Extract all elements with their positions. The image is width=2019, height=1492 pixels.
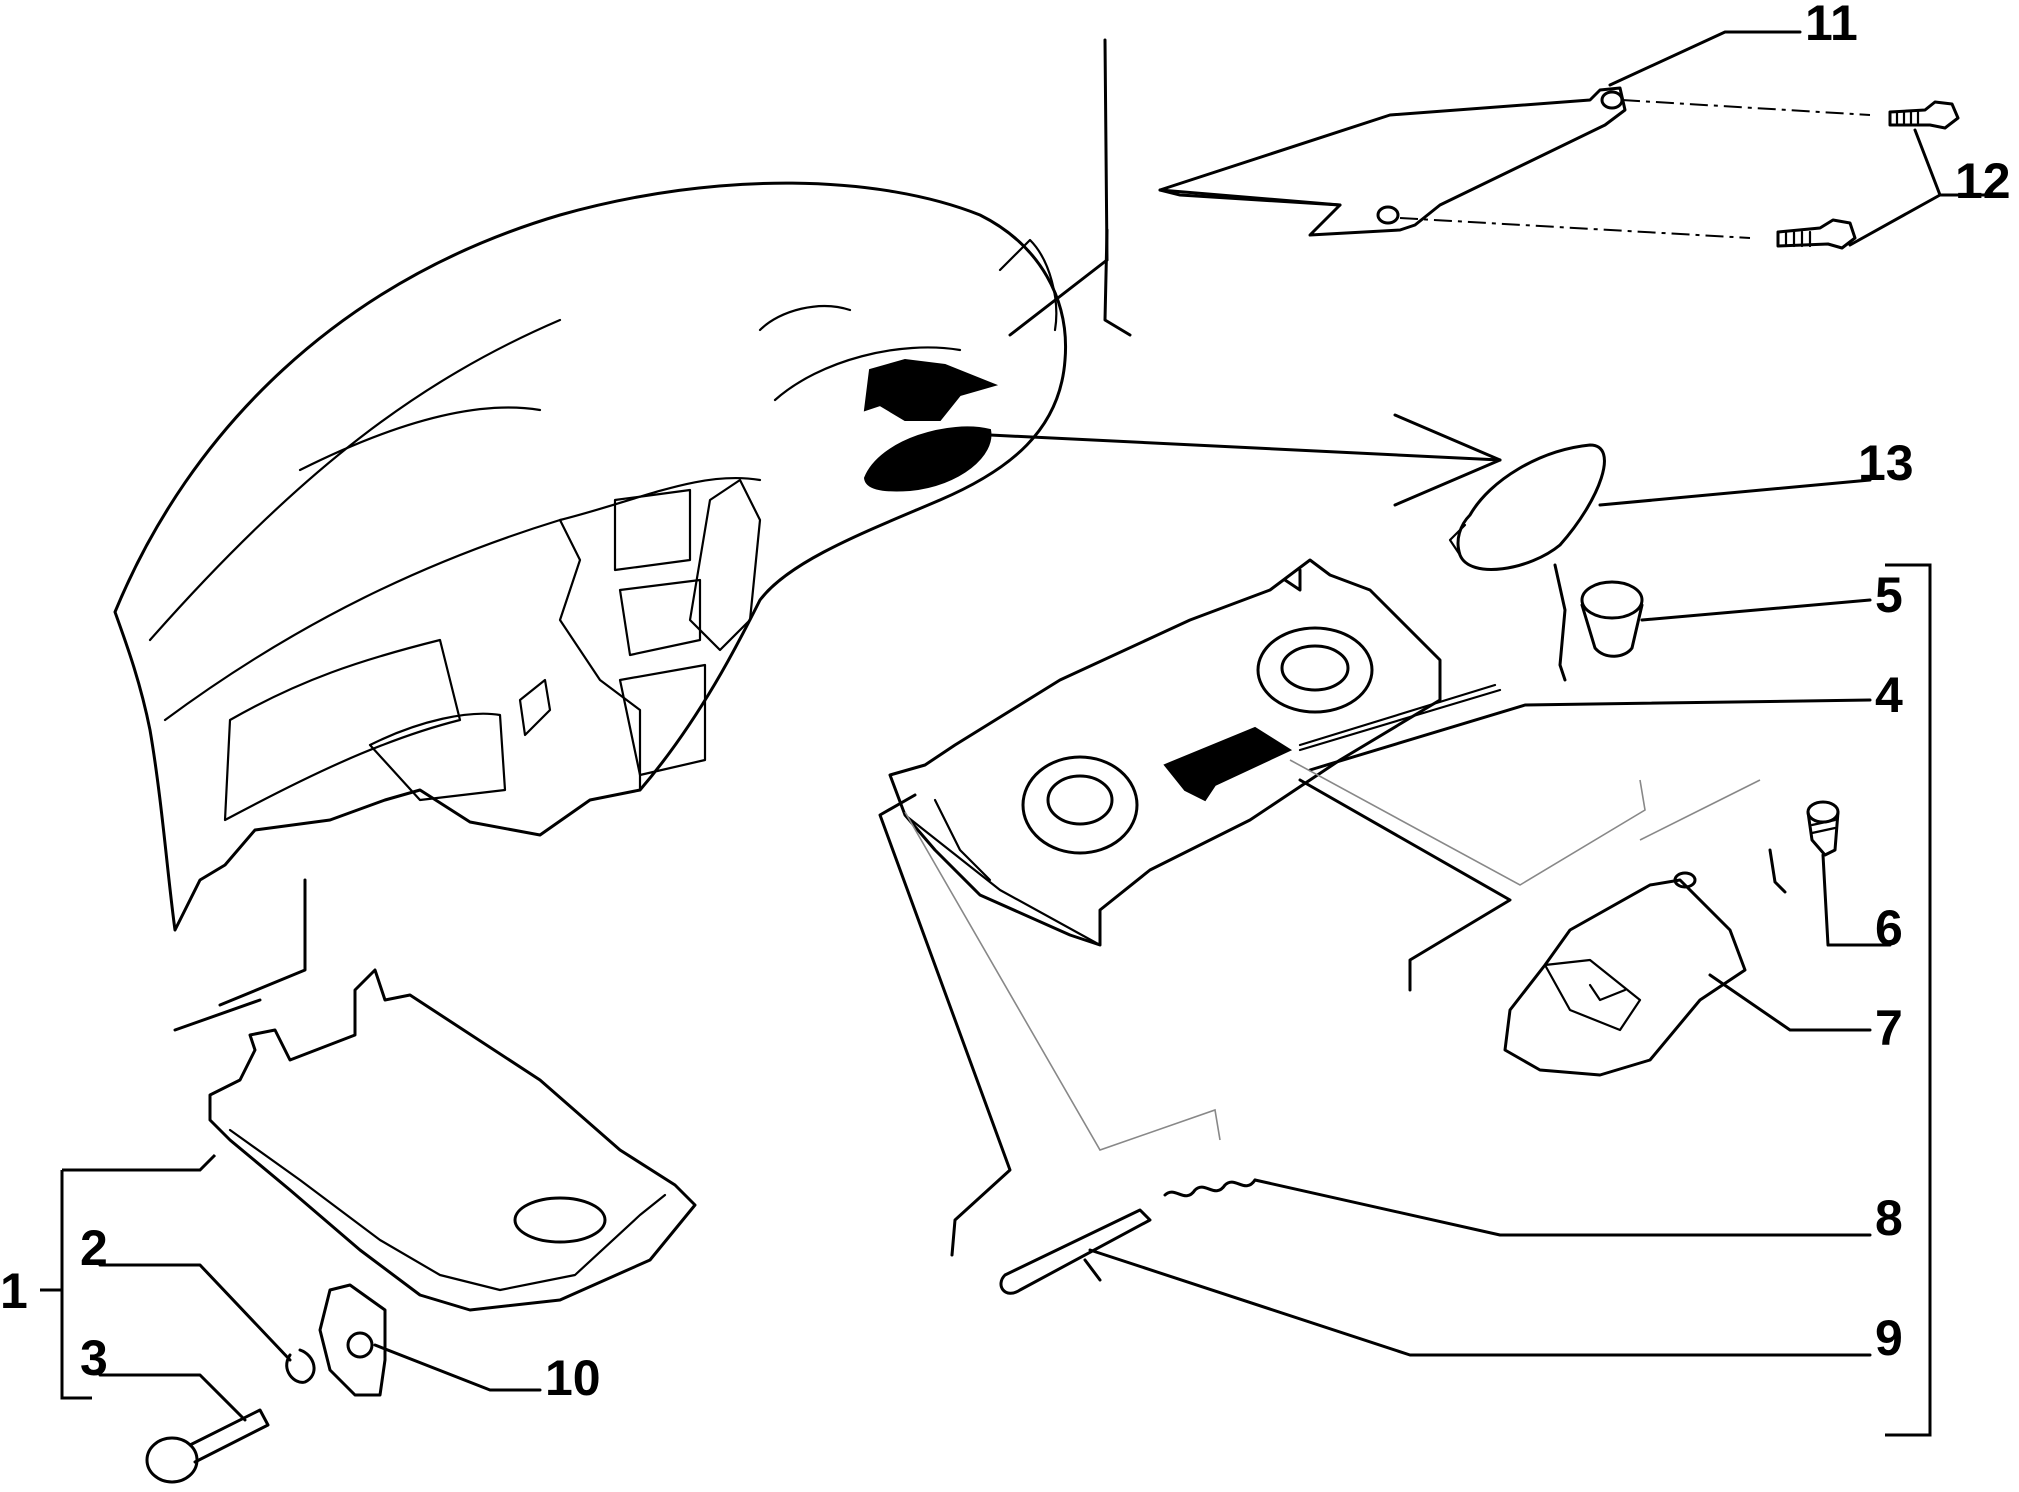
part-12-screws (1776, 100, 1987, 250)
part-label-10: 10 (545, 1350, 601, 1406)
dashboard-drawing (113, 38, 1502, 932)
leader-4 (1308, 698, 1872, 772)
part-13-oval-cover (1393, 413, 1872, 571)
part-2-clip (98, 1263, 316, 1384)
part-label-3: 3 (80, 1330, 108, 1386)
leader-tray-pin (878, 793, 1012, 1257)
bracket-1 (60, 1170, 92, 1400)
bracket-right (1885, 563, 1932, 1437)
part-label-11: 11 (1805, 0, 1858, 51)
part-label-5: 5 (1875, 567, 1903, 623)
part-7-latch (1503, 779, 1872, 1077)
dash-line-upper (1621, 99, 1871, 116)
part-11-bracket (1158, 30, 1802, 237)
part-6-screw (1806, 800, 1892, 947)
part-5-grommet (1553, 563, 1872, 682)
dash-line-lower (1399, 217, 1751, 239)
gray-guide-2 (1289, 759, 1646, 886)
bracket-1-top (62, 1153, 217, 1172)
part-label-9: 9 (1875, 1310, 1903, 1366)
part-label-7: 7 (1875, 1000, 1903, 1056)
part-8-spring (1163, 1178, 1872, 1237)
part-label-6: 6 (1875, 900, 1903, 956)
part-10-lock-plate (318, 1283, 542, 1397)
part-label-13: 13 (1858, 435, 1914, 491)
part-label-1: 1 (0, 1263, 28, 1319)
part-3-key-cylinder (98, 1373, 270, 1484)
leader-latch (1298, 778, 1512, 992)
gray-guide-1 (904, 811, 1221, 1151)
part-label-2: 2 (80, 1220, 108, 1276)
part-label-12: 12 (1955, 153, 2011, 209)
part-label-4: 4 (1875, 667, 1903, 723)
part-label-8: 8 (1875, 1190, 1903, 1246)
part-1-glovebox-door (173, 878, 697, 1312)
part-9-pin (999, 1208, 1872, 1357)
glovebox-tray-drawing (888, 558, 1502, 947)
